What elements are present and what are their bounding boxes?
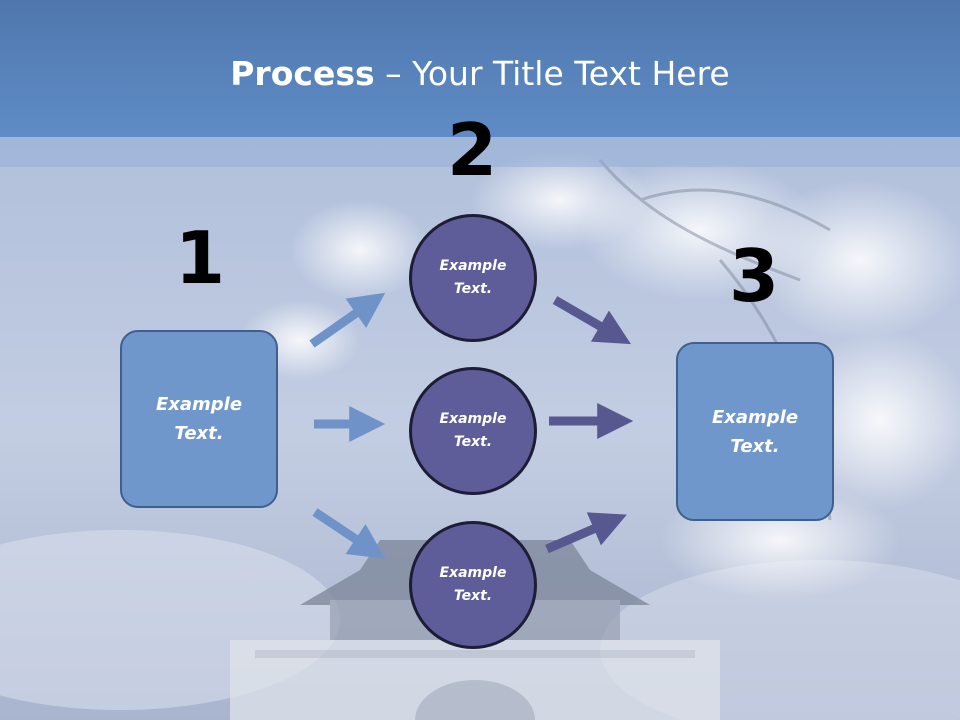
step-2-circle-top: Example Text. (409, 214, 537, 342)
circle-top-text: Example Text. (439, 258, 507, 297)
step-2-circle-middle: Example Text. (409, 367, 537, 495)
title-bold: Process (230, 54, 375, 93)
step-number-3: 3 (728, 234, 780, 318)
arrow-from-bottom-circle (545, 512, 627, 554)
step-3-box: Example Text. (676, 342, 834, 521)
title-bar-band (0, 137, 960, 167)
arrow-from-top-circle (552, 296, 632, 345)
circle-middle-text: Example Text. (439, 411, 507, 450)
step-1-box-text: Example Text. (155, 394, 243, 444)
step-number-2: 2 (446, 108, 498, 192)
arrow-to-bottom-circle (312, 508, 386, 559)
circle-bottom-text: Example Text. (439, 565, 507, 604)
title-bar (0, 0, 960, 137)
step-3-box-text: Example Text. (711, 406, 799, 457)
arrow-to-top-circle (309, 292, 386, 348)
step-1-box: Example Text. (120, 330, 278, 508)
title-rest: – Your Title Text Here (374, 54, 730, 93)
step-2-circle-bottom: Example Text. (409, 521, 537, 649)
slide-title: Process – Your Title Text Here (0, 52, 960, 96)
step-number-1: 1 (174, 216, 226, 300)
